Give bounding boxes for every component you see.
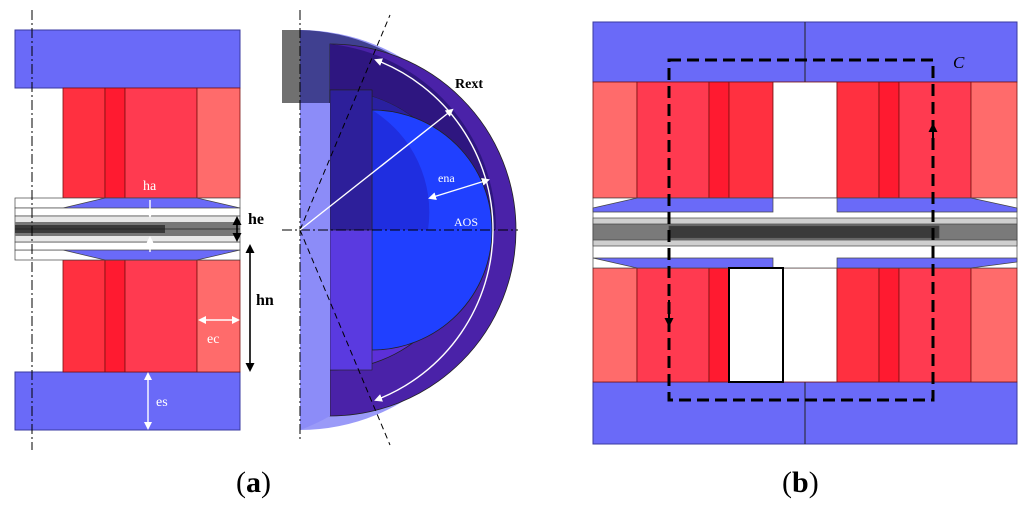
label-contour-c: C [953,53,965,72]
caption-a: (a) [236,466,271,499]
magnet-inner-upper [372,110,430,230]
panel-a: ha he hn ec es [14,10,518,450]
upper-coil [62,87,241,199]
panel-b: C [592,21,1018,445]
label-hn: hn [256,292,274,309]
upper-coils-b [592,81,1018,199]
label-ena: ena [438,171,455,185]
label-rext: Rext [455,77,483,92]
bottom-stator [14,371,241,431]
contour-c [667,58,935,402]
label-he: he [248,211,264,228]
label-es: es [156,395,168,410]
aos-arc [374,58,494,402]
top-stator [14,29,241,89]
light-left-lower [300,230,330,430]
caption-b-letter: b [792,466,809,499]
caption-b: (b) [782,466,819,499]
air-gap-b [592,197,1018,269]
label-ha: ha [143,179,157,194]
angle-line-upper [299,14,391,231]
ena-arrow [428,177,490,201]
label-ec: ec [207,332,219,347]
lower-coil [62,259,241,373]
shaft-band [14,215,241,243]
magnet-left-strip-upper [329,89,373,231]
gray-sector [282,30,300,103]
label-aos: AOS [454,215,478,229]
air-gap-layers [14,197,241,261]
caption-a-letter: a [246,466,261,499]
lower-coils-b [592,267,1018,383]
conductor-slot [728,267,784,383]
light-left-upper [300,103,330,230]
angle-line-lower [299,229,391,446]
